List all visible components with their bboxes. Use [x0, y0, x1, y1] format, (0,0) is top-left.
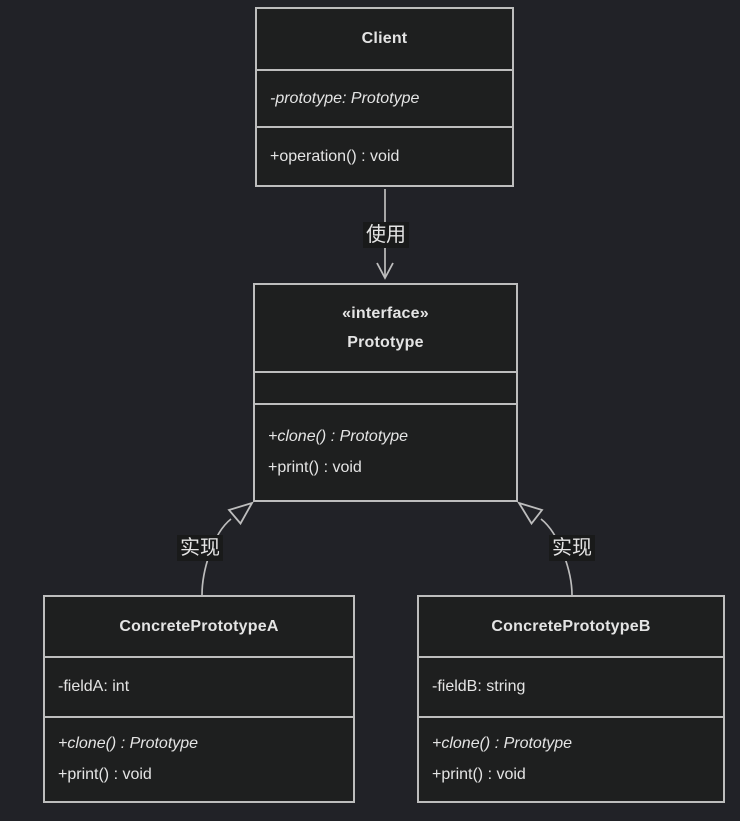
field-row: -prototype: Prototype — [270, 89, 420, 107]
class-name: ConcretePrototypeB — [491, 617, 651, 635]
fields-compartment-empty — [255, 371, 516, 402]
class-name: Prototype — [347, 334, 424, 352]
method-row: +clone() : Prototype — [58, 735, 199, 753]
method-row: +clone() : Prototype — [432, 735, 573, 753]
dependency-arrowhead-icon — [376, 262, 394, 280]
realization-triangle-b-icon — [517, 501, 544, 526]
methods-compartment: +clone() : Prototype +print() : void — [419, 715, 723, 801]
fields-compartment: -fieldB: string — [419, 655, 723, 716]
realization-edge-a-label: 实现 — [177, 535, 223, 561]
field-row: -fieldB: string — [432, 678, 526, 696]
class-title: ConcretePrototypeB — [419, 597, 723, 656]
realization-triangle-a-icon — [227, 501, 254, 526]
fields-compartment: -prototype: Prototype — [257, 68, 512, 127]
class-node-client: Client -prototype: Prototype +operation(… — [255, 7, 514, 187]
class-name: ConcretePrototypeA — [119, 617, 279, 635]
class-title: Client — [257, 9, 512, 69]
dependency-edge-label: 使用 — [363, 222, 409, 248]
realization-edge-b-label: 实现 — [549, 535, 595, 561]
method-row: +print() : void — [268, 459, 362, 477]
methods-compartment: +clone() : Prototype +print() : void — [255, 402, 516, 500]
class-node-concrete-prototype-a: ConcretePrototypeA -fieldA: int +clone()… — [43, 595, 355, 803]
fields-compartment: -fieldA: int — [45, 655, 353, 716]
methods-compartment: +operation() : void — [257, 126, 512, 185]
class-name: Client — [361, 30, 408, 48]
class-title: ConcretePrototypeA — [45, 597, 353, 656]
method-row: +print() : void — [58, 766, 152, 784]
field-row: -fieldA: int — [58, 678, 130, 696]
method-row: +print() : void — [432, 766, 526, 784]
stereotype-label: «interface» — [342, 305, 429, 323]
methods-compartment: +clone() : Prototype +print() : void — [45, 715, 353, 801]
class-title: «interface» Prototype — [255, 285, 516, 371]
method-row: +clone() : Prototype — [268, 428, 409, 446]
class-node-concrete-prototype-b: ConcretePrototypeB -fieldB: string +clon… — [417, 595, 725, 803]
class-node-prototype: «interface» Prototype +clone() : Prototy… — [253, 283, 518, 502]
method-row: +operation() : void — [270, 148, 400, 166]
